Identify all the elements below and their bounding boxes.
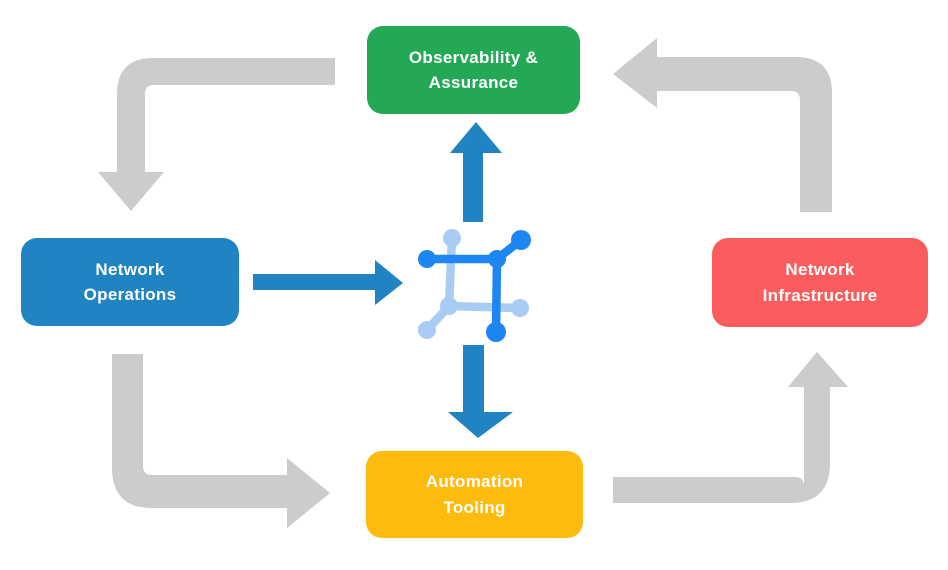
node-infrastructure-label: Network Infrastructure [762,260,878,305]
node-automation-tooling: Automation Tooling [366,451,583,538]
icon-dark-node-left [418,250,436,268]
node-operations-label: Network Operations [83,259,177,305]
node-network-infrastructure: Network Infrastructure [712,238,928,327]
node-observability-assurance: Observability & Assurance [367,26,580,114]
icon-light-node-right [511,299,529,317]
icon-light-node-top [443,229,461,247]
icon-dark-node-topright [511,230,531,250]
arrow-observability-to-operations [98,58,335,211]
arrow-infrastructure-to-observability [613,38,832,212]
icon-light-node-junction [440,297,458,315]
icon-dark-branch [422,235,526,264]
node-network-operations: Network Operations [21,238,239,326]
arrow-operations-to-automation [112,354,330,528]
icon-dark-vertical [491,254,502,337]
arrow-operations-to-icon [253,260,403,305]
icon-dark-node-bottom [486,322,506,342]
icon-dark-node-junction [488,250,506,268]
node-automation-label: Automation Tooling [425,472,524,517]
icon-light-node-bottomleft [418,321,436,339]
arrow-automation-to-infrastructure [613,352,848,503]
icon-light-horizontal [444,301,525,313]
arrow-icon-to-automation [448,345,513,438]
network-fabric-icon [418,229,531,342]
arrow-icon-to-observability [450,122,502,222]
node-observability-label: Observability & Assurance [408,47,539,93]
